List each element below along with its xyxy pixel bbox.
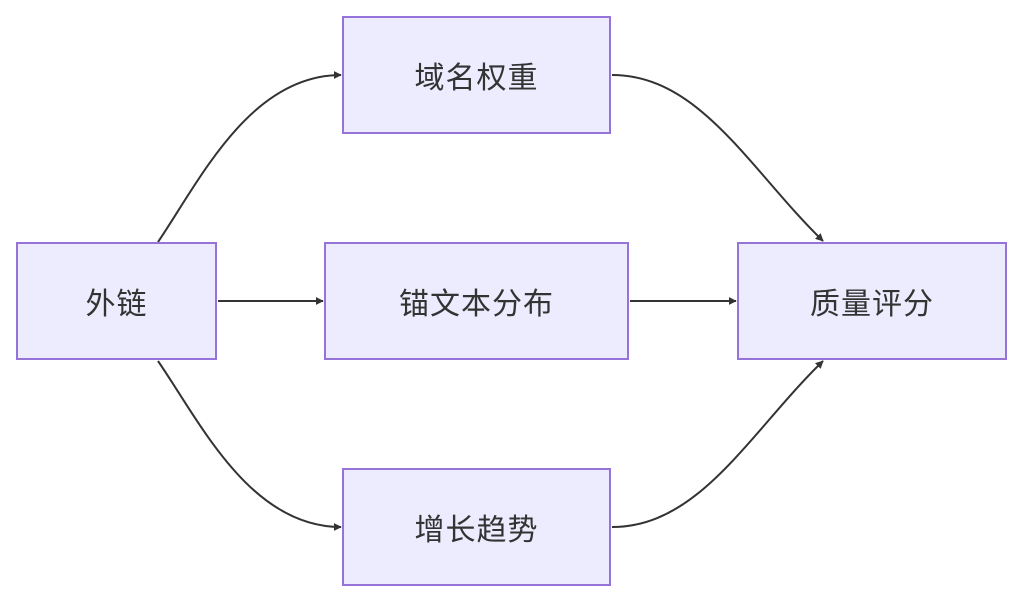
node-quality-score[interactable]: 质量评分 — [737, 242, 1007, 360]
node-growth-trend[interactable]: 增长趋势 — [342, 468, 611, 586]
node-quality-score-label: 质量评分 — [810, 287, 934, 322]
node-domain-weight-label: 域名权重 — [414, 61, 539, 96]
node-anchor-text-distribution[interactable]: 锚文本分布 — [324, 242, 629, 360]
edge-domain-weight-to-quality-score — [611, 74, 824, 242]
node-external-links[interactable]: 外链 — [16, 242, 217, 360]
node-external-links-label: 外链 — [85, 287, 148, 322]
node-anchor-text-distribution-label: 锚文本分布 — [399, 287, 554, 322]
node-growth-trend-label: 增长趋势 — [414, 513, 539, 548]
edge-growth-trend-to-quality-score — [611, 360, 824, 528]
edge-external-links-to-domain-weight — [157, 71, 342, 243]
node-domain-weight[interactable]: 域名权重 — [342, 16, 611, 134]
edge-external-links-to-growth-trend — [157, 360, 342, 531]
